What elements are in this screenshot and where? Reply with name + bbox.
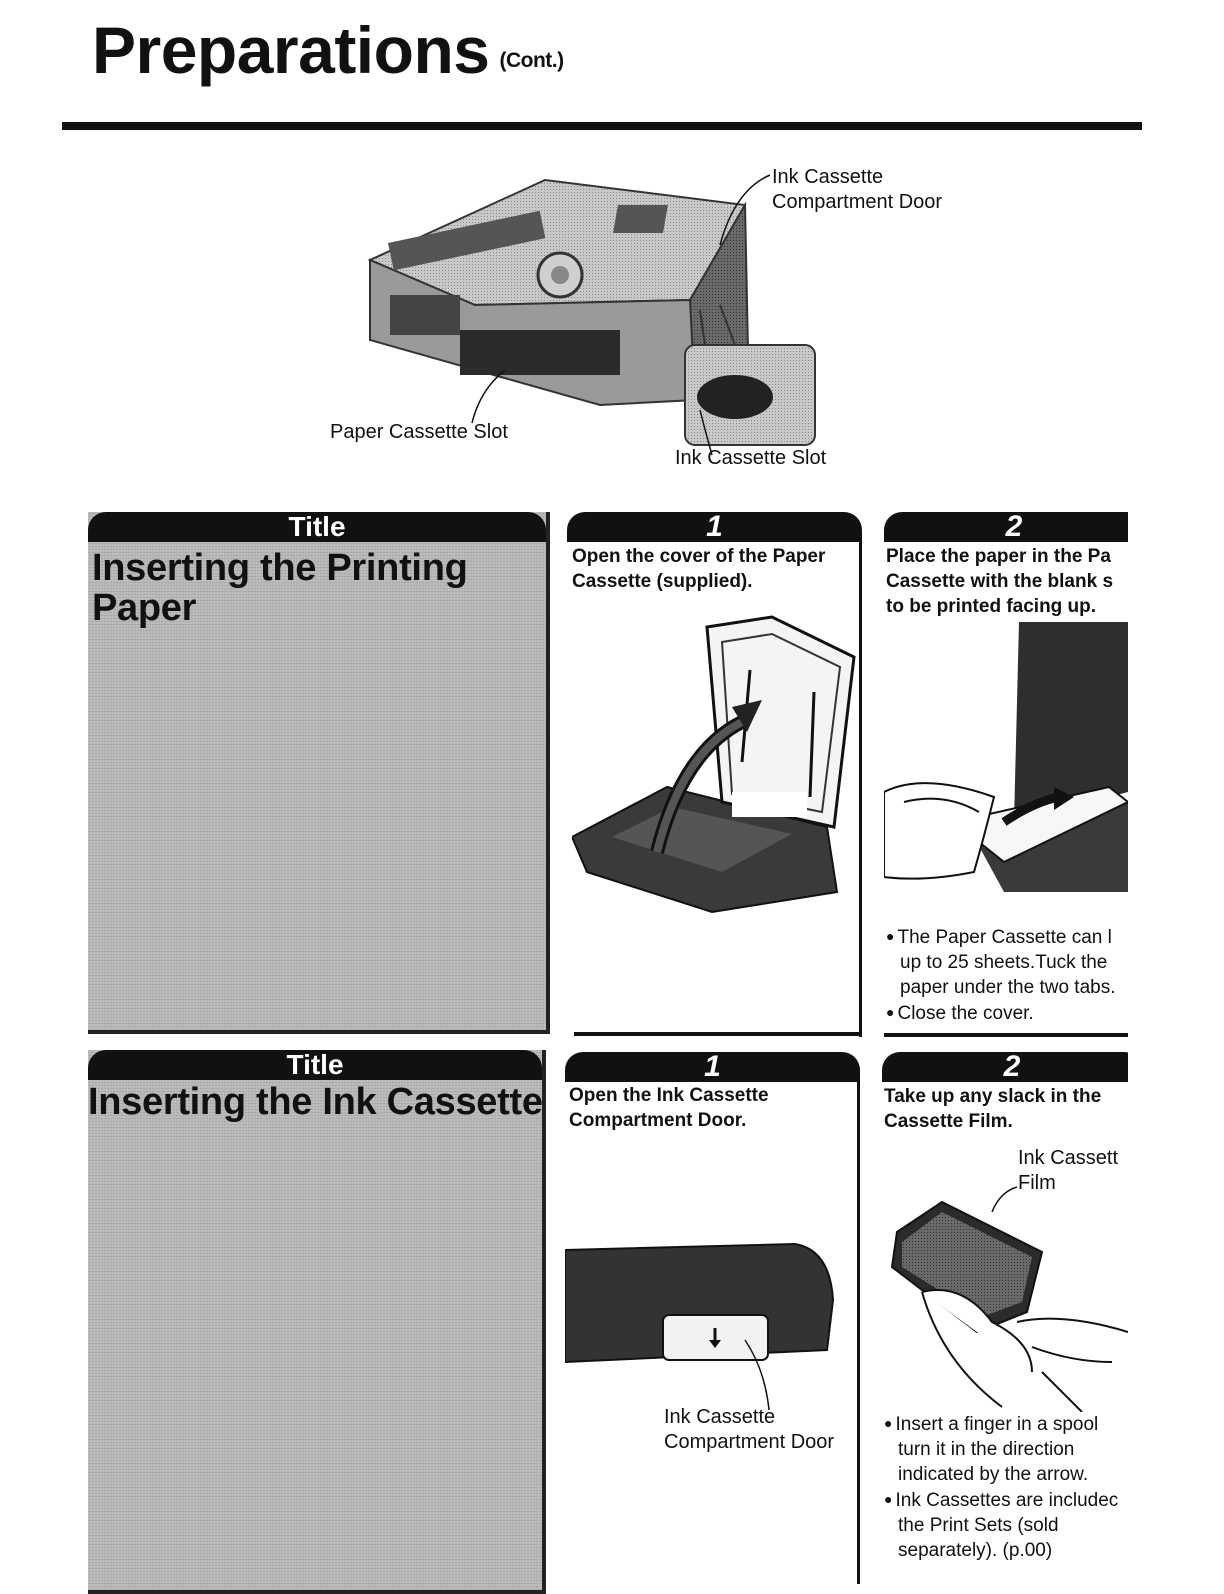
section-paper-heading: Inserting the Printing Paper (92, 547, 468, 629)
ink-step2-column: 2 Take up any slack in the Cassette Film… (882, 1052, 1128, 1584)
ink-step2-text: Take up any slack in the Cassette Film. (884, 1086, 1102, 1132)
ink-step2-bullets: ●Insert a finger in a spool turn it in t… (884, 1414, 1119, 1561)
place-paper-illustration (884, 622, 1128, 892)
ink-step1-tab: 1 (565, 1052, 860, 1082)
section-ink-panel: Title Inserting the Ink Cassette (88, 1050, 546, 1594)
page-title: Preparations(Cont.) (92, 13, 564, 87)
paper-step1-text: Open the cover of the Paper Cassette (su… (572, 546, 826, 592)
paper-step1-tab: 1 (567, 512, 862, 542)
ink-door-label: Ink Cassette Compartment Door (772, 166, 943, 213)
ink-step2-tab: 2 (882, 1052, 1128, 1082)
open-cassette-cover-illustration (572, 615, 856, 914)
paper-step2-tab: 2 (884, 512, 1128, 542)
ink-step2-callout: Ink Cassett Film (1018, 1147, 1119, 1194)
page-title-suffix: (Cont.) (499, 49, 564, 72)
section-ink-tab: Title (88, 1050, 542, 1080)
paper-step1-divider (859, 542, 862, 1037)
printer-illustration (367, 174, 816, 456)
ink-door-illustration (565, 1242, 835, 1410)
ink-step1-divider (857, 1082, 860, 1584)
ink-slot-label: Ink Cassette Slot (675, 447, 827, 469)
header-rule (62, 122, 1142, 130)
section-ink-heading: Inserting the Ink Cassette (88, 1081, 543, 1123)
paper-step2-text: Place the paper in the Pa Cassette with … (886, 546, 1114, 617)
paper-step2-bullets: ●The Paper Cassette can l up to 25 sheet… (886, 927, 1116, 1024)
paper-step2-bottom-rule (884, 1033, 1128, 1037)
ink-step1-callout: Ink Cassette Compartment Door (664, 1406, 835, 1453)
paper-step2-column: 2 Place the paper in the Pa Cassette wit… (884, 512, 1128, 1037)
paper-slot-label: Paper Cassette Slot (330, 421, 508, 443)
section-paper-tab: Title (88, 512, 546, 542)
paper-step1-bottom-rule (574, 1032, 862, 1036)
ink-step1-text: Open the Ink Cassette Compartment Door. (569, 1085, 769, 1131)
section-paper-panel: Title Inserting the Printing Paper (88, 512, 550, 1034)
ink-cassette-film-illustration (890, 1186, 1128, 1412)
